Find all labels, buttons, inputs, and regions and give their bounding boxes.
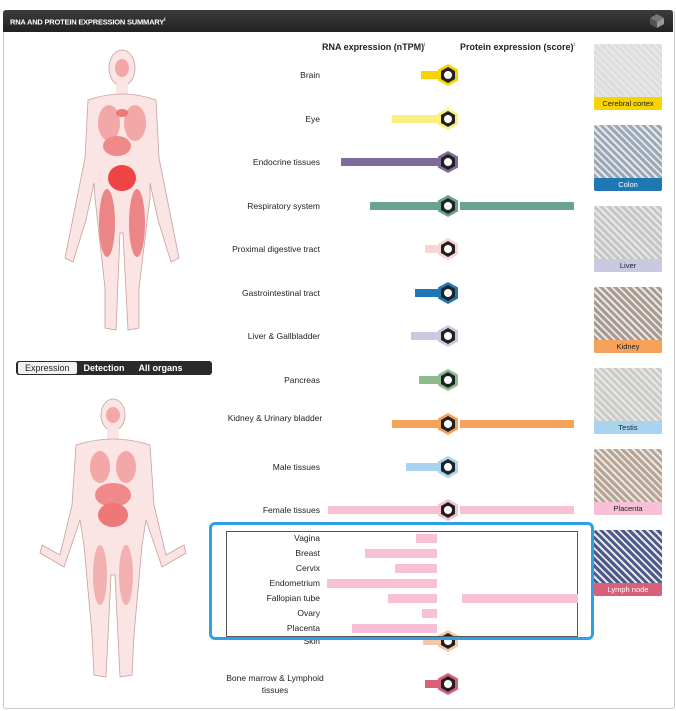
thumbnail-label: Kidney bbox=[594, 340, 662, 353]
rna-bar[interactable] bbox=[415, 289, 438, 297]
tissue-thumbnail[interactable]: Placenta bbox=[594, 449, 662, 515]
tissue-label[interactable]: Eye bbox=[305, 114, 320, 124]
brain-icon[interactable] bbox=[437, 63, 459, 87]
rna-column-header: RNA expression (nTPM)i bbox=[322, 42, 426, 52]
thumbnail-label: Cerebral cortex bbox=[594, 97, 662, 110]
rna-bar[interactable] bbox=[411, 332, 438, 340]
subtissue-label[interactable]: Fallopian tube bbox=[266, 593, 320, 603]
subtissue-protein-bar[interactable] bbox=[462, 594, 578, 603]
lungs-icon[interactable] bbox=[437, 194, 459, 218]
rna-bar[interactable] bbox=[424, 680, 438, 688]
tissue-label[interactable]: Female tissues bbox=[262, 505, 320, 515]
male-body-illustration[interactable] bbox=[38, 395, 188, 685]
tissue-label[interactable]: Brain bbox=[300, 70, 320, 80]
toggle-detection[interactable]: Detection bbox=[83, 363, 125, 373]
tissue-thumbnail[interactable]: Testis bbox=[594, 368, 662, 434]
subtissue-rna-bar[interactable] bbox=[387, 594, 437, 603]
tissue-label[interactable]: Proximal digestive tract bbox=[232, 244, 320, 254]
tissue-label[interactable]: Pancreas bbox=[284, 375, 320, 385]
subtissue-label[interactable]: Ovary bbox=[297, 608, 320, 618]
stomach-icon[interactable] bbox=[437, 281, 459, 305]
subtissue-label[interactable]: Placenta bbox=[286, 623, 320, 633]
subtissue-label[interactable]: Breast bbox=[295, 548, 320, 558]
protein-column-header: Protein expression (score)i bbox=[460, 42, 575, 52]
rna-bar[interactable] bbox=[392, 420, 438, 428]
female-icon[interactable] bbox=[437, 498, 459, 522]
rna-bar[interactable] bbox=[419, 376, 438, 384]
tissue-thumbnail[interactable]: Liver bbox=[594, 206, 662, 272]
toggle-expression[interactable]: Expression bbox=[18, 362, 77, 374]
subtissue-rna-bar[interactable] bbox=[395, 564, 437, 573]
thumbnail-label: Liver bbox=[594, 259, 662, 272]
female-body-illustration[interactable] bbox=[55, 48, 190, 338]
tissue-label[interactable]: Kidney & Urinary bladder bbox=[227, 413, 323, 423]
liver-icon[interactable] bbox=[437, 324, 459, 348]
panel-header: RNA AND PROTEIN EXPRESSION SUMMARYi bbox=[3, 10, 673, 32]
rna-bar[interactable] bbox=[341, 158, 438, 166]
eye-icon[interactable] bbox=[437, 107, 459, 131]
tissue-thumbnail[interactable]: Cerebral cortex bbox=[594, 44, 662, 110]
subtissue-rna-bar[interactable] bbox=[421, 609, 437, 618]
tissue-label[interactable]: Skin bbox=[303, 636, 320, 646]
protein-bar[interactable] bbox=[460, 202, 575, 210]
rna-bar[interactable] bbox=[420, 71, 438, 79]
rna-bar[interactable] bbox=[369, 202, 438, 210]
kidney-icon[interactable] bbox=[437, 412, 459, 436]
pancreas-icon[interactable] bbox=[437, 368, 459, 392]
protein-bar[interactable] bbox=[460, 420, 575, 428]
selection-highlight bbox=[209, 522, 594, 640]
cube-icon[interactable] bbox=[649, 13, 665, 29]
tissue-label[interactable]: Bone marrow & Lymphoid tissues bbox=[226, 673, 324, 695]
tissue-thumbnail[interactable]: Colon bbox=[594, 125, 662, 191]
tissue-thumbnail[interactable]: Kidney bbox=[594, 287, 662, 353]
thumbnail-label: Lymph node bbox=[594, 583, 662, 596]
tissue-label[interactable]: Respiratory system bbox=[247, 201, 320, 211]
male-icon[interactable] bbox=[437, 455, 459, 479]
subtissue-label[interactable]: Vagina bbox=[294, 533, 320, 543]
rna-bar[interactable] bbox=[422, 637, 438, 645]
subtissue-rna-bar[interactable] bbox=[364, 549, 437, 558]
toggle-all-organs[interactable]: All organs bbox=[138, 363, 183, 373]
lymph-icon[interactable] bbox=[437, 672, 459, 696]
tissue-thumbnail[interactable]: Lymph node bbox=[594, 530, 662, 596]
thumbnail-label: Placenta bbox=[594, 502, 662, 515]
tissue-label[interactable]: Liver & Gallbladder bbox=[247, 331, 320, 341]
endocrine-icon[interactable] bbox=[437, 150, 459, 174]
tissue-label[interactable]: Gastrointestinal tract bbox=[242, 288, 320, 298]
thumbnail-label: Colon bbox=[594, 178, 662, 191]
subtissue-label[interactable]: Cervix bbox=[295, 563, 320, 573]
tissue-label[interactable]: Endocrine tissues bbox=[252, 157, 320, 167]
protein-bar[interactable] bbox=[460, 506, 575, 514]
view-toggle: Expression Detection All organs bbox=[16, 361, 212, 375]
tissue-label[interactable]: Male tissues bbox=[272, 462, 320, 472]
rna-bar[interactable] bbox=[405, 463, 438, 471]
rna-bar[interactable] bbox=[424, 245, 438, 253]
subtissue-rna-bar[interactable] bbox=[326, 579, 437, 588]
panel-title: RNA AND PROTEIN EXPRESSION SUMMARYi bbox=[10, 17, 166, 27]
thumbnail-label: Testis bbox=[594, 421, 662, 434]
subtissue-rna-bar[interactable] bbox=[351, 624, 437, 633]
subtissue-label[interactable]: Endometrium bbox=[269, 578, 320, 588]
subtissue-rna-bar[interactable] bbox=[416, 534, 437, 543]
rna-bar[interactable] bbox=[327, 506, 438, 514]
female-subtissue-box bbox=[226, 531, 578, 637]
mouth-icon[interactable] bbox=[437, 237, 459, 261]
rna-bar[interactable] bbox=[392, 115, 438, 123]
